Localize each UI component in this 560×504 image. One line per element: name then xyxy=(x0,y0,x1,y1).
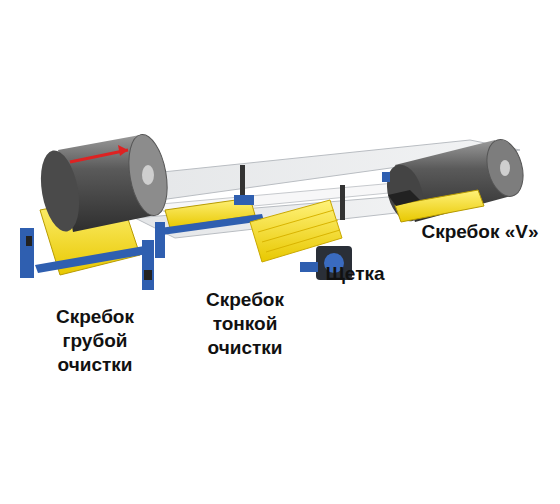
bolt xyxy=(26,236,32,246)
part-label: Скребок «V» xyxy=(405,220,555,244)
part-label: Скребок грубой очистки xyxy=(36,305,154,377)
fine-scraper-bracket xyxy=(155,222,165,258)
drum-shaft xyxy=(142,165,154,185)
fine-scraper-frame xyxy=(160,214,264,235)
brush-bristles xyxy=(258,210,340,252)
rotation-arrow-head xyxy=(118,145,128,156)
drum-shaft xyxy=(500,160,510,176)
fine-scraper-clamp xyxy=(234,195,254,205)
coarse-scraper-bracket xyxy=(142,240,154,290)
coarse-scraper-bracket xyxy=(20,228,34,278)
bolt xyxy=(144,270,152,280)
v-scraper-bracket xyxy=(382,172,390,182)
part-label: Скребок тонкой очистки xyxy=(186,288,304,360)
brush-tensioner xyxy=(340,185,345,220)
brush-mount xyxy=(300,262,318,272)
tail-drum-end xyxy=(481,136,529,201)
coarse-scraper-frame xyxy=(35,245,153,273)
v-scraper-mount xyxy=(388,190,420,206)
head-drum-end xyxy=(123,131,173,218)
part-label: Щетка xyxy=(310,262,400,286)
